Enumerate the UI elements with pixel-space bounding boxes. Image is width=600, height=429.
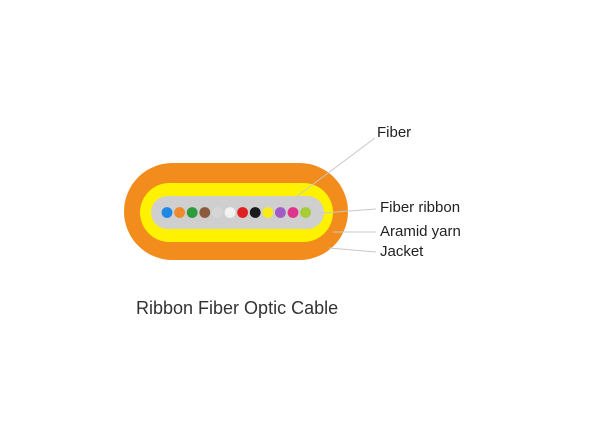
fiber-group [161, 207, 311, 218]
fiber-1 [161, 207, 173, 218]
fiber-2 [174, 207, 186, 218]
fiber-6 [224, 207, 236, 218]
fiber-4 [199, 207, 211, 218]
fiber-8 [249, 207, 261, 218]
fiber-5 [212, 207, 223, 218]
fiber-10 [275, 207, 286, 218]
fiber-ribbon-leader-line [322, 208, 377, 214]
fiber-3 [186, 207, 198, 218]
fiber-leader-line [295, 137, 376, 198]
fiber-label: Fiber [377, 124, 411, 141]
fiber-9 [262, 207, 274, 218]
fiber-ribbon-label: Fiber ribbon [380, 199, 460, 216]
fiber-12 [300, 207, 311, 218]
fiber-7 [237, 207, 249, 218]
jacket-leader-line [328, 247, 377, 253]
jacket-label: Jacket [380, 243, 424, 260]
fiber-11 [287, 207, 299, 218]
aramid-yarn-label: Aramid yarn [380, 223, 461, 240]
diagram-caption: Ribbon Fiber Optic Cable [136, 298, 338, 318]
